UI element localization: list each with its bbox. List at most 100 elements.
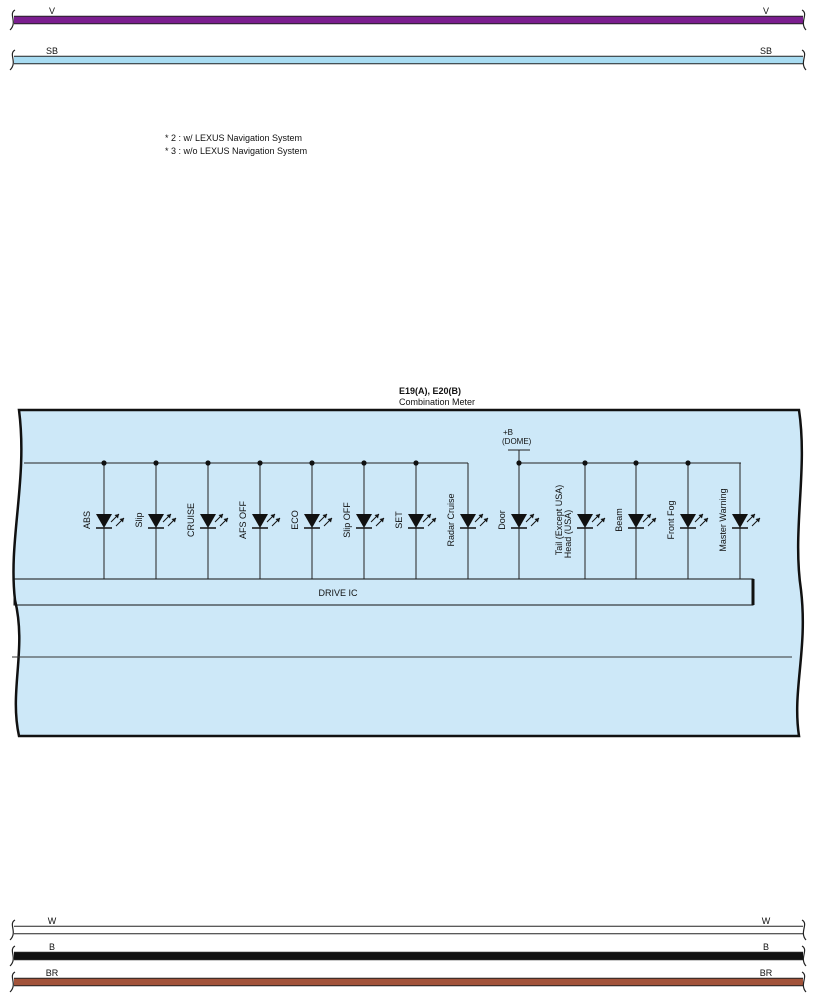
wire-color-code-right: B [763,942,769,952]
indicator-label: Master Warning [718,488,728,551]
led-ray-arrow-icon [171,518,176,523]
junction-dot [361,460,367,466]
wire-sb: SB SB [9,46,807,71]
indicator-led: ECO [290,460,333,579]
wire-color-code-right: W [762,916,771,926]
wire-color-code-left: V [49,6,55,16]
indicator-label: CRUISE [186,503,196,537]
led-ray-arrow-icon [166,514,171,519]
led-ray-arrow-icon [755,518,760,523]
indicator-led: Beam [614,460,657,579]
wire-break-right-icon [801,9,807,31]
junction-dot [413,460,419,466]
junction-dot [516,460,522,466]
indicator-led: CRUISE [186,460,229,579]
led-ray-arrow-icon [478,514,483,519]
led-diode-icon [408,514,424,528]
wire-color-code-left: SB [46,46,58,56]
wire-color-code-right: BR [760,968,773,978]
wire-break-left-icon [9,919,16,941]
led-ray-arrow-icon [426,514,431,519]
indicator-label: Slip [134,512,144,527]
component-name: Combination Meter [399,397,475,407]
led-diode-icon [628,514,644,528]
connector-id: E19(A), E20(B) [399,386,461,396]
note-wo-navigation: * 3 : w/o LEXUS Navigation System [165,146,307,156]
wire-break-left-icon [9,9,16,31]
led-diode-icon [252,514,268,528]
indicator-led: ABS [82,460,125,579]
led-ray-arrow-icon [483,518,488,523]
junction-dot [633,460,639,466]
wire-break-left-icon [9,971,16,993]
wire-break-left-icon [9,49,16,71]
wire-break-right-icon [801,971,807,993]
drive-ic-label: DRIVE IC [318,588,358,598]
indicator-label: AFS OFF [238,500,248,539]
indicator-label: Front Fog [666,500,676,539]
led-diode-icon [732,514,748,528]
led-ray-arrow-icon [703,518,708,523]
led-ray-arrow-icon [750,514,755,519]
led-ray-arrow-icon [698,514,703,519]
junction-dot [153,460,159,466]
indicator-led: Door [497,460,540,579]
junction-dot [257,460,263,466]
junction-dot [582,460,588,466]
indicator-led: SET [394,460,437,579]
indicator-label: ABS [82,511,92,529]
indicator-label-secondary: Head (USA) [563,510,573,559]
combination-meter-body [12,408,805,738]
led-diode-icon [200,514,216,528]
led-ray-arrow-icon [327,518,332,523]
led-ray-arrow-icon [646,514,651,519]
indicator-led: Front Fog [666,460,709,579]
indicator-led: Tail (Except USA)Head (USA) [554,460,606,579]
led-ray-arrow-icon [600,518,605,523]
led-ray-arrow-icon [322,514,327,519]
indicator-label: Door [497,510,507,530]
led-ray-arrow-icon [114,514,119,519]
led-diode-icon [577,514,593,528]
led-ray-arrow-icon [270,514,275,519]
led-ray-arrow-icon [529,514,534,519]
indicator-label: Tail (Except USA) [554,485,564,556]
led-ray-arrow-icon [119,518,124,523]
led-diode-icon [96,514,112,528]
wire-br: BR BR [9,968,807,993]
indicator-label: ECO [290,510,300,530]
indicator-led: Master Warning [718,463,761,579]
led-diode-icon [460,514,476,528]
led-ray-arrow-icon [218,514,223,519]
led-ray-arrow-icon [534,518,539,523]
wire-color-code-left: BR [46,968,59,978]
wire-color-code-right: SB [760,46,772,56]
indicator-led: AFS OFF [238,460,281,579]
led-diode-icon [304,514,320,528]
power-label-b: +B [503,428,513,437]
wire-break-right-icon [801,49,807,71]
led-ray-arrow-icon [275,518,280,523]
indicator-label: Slip OFF [342,502,352,538]
led-ray-arrow-icon [379,518,384,523]
led-diode-icon [511,514,527,528]
junction-dot [205,460,211,466]
indicator-label: SET [394,511,404,529]
wire-color-code-left: W [48,916,57,926]
indicator-led: Slip [134,460,177,579]
led-ray-arrow-icon [374,514,379,519]
led-diode-icon [356,514,372,528]
wire-break-left-icon [9,945,16,967]
led-ray-arrow-icon [431,518,436,523]
wire-break-right-icon [801,919,807,941]
power-label-dome: (DOME) [502,437,532,446]
junction-dot [101,460,107,466]
led-ray-arrow-icon [223,518,228,523]
indicator-led: Radar Cruise [446,463,489,579]
wire-color-code-right: V [763,6,769,16]
